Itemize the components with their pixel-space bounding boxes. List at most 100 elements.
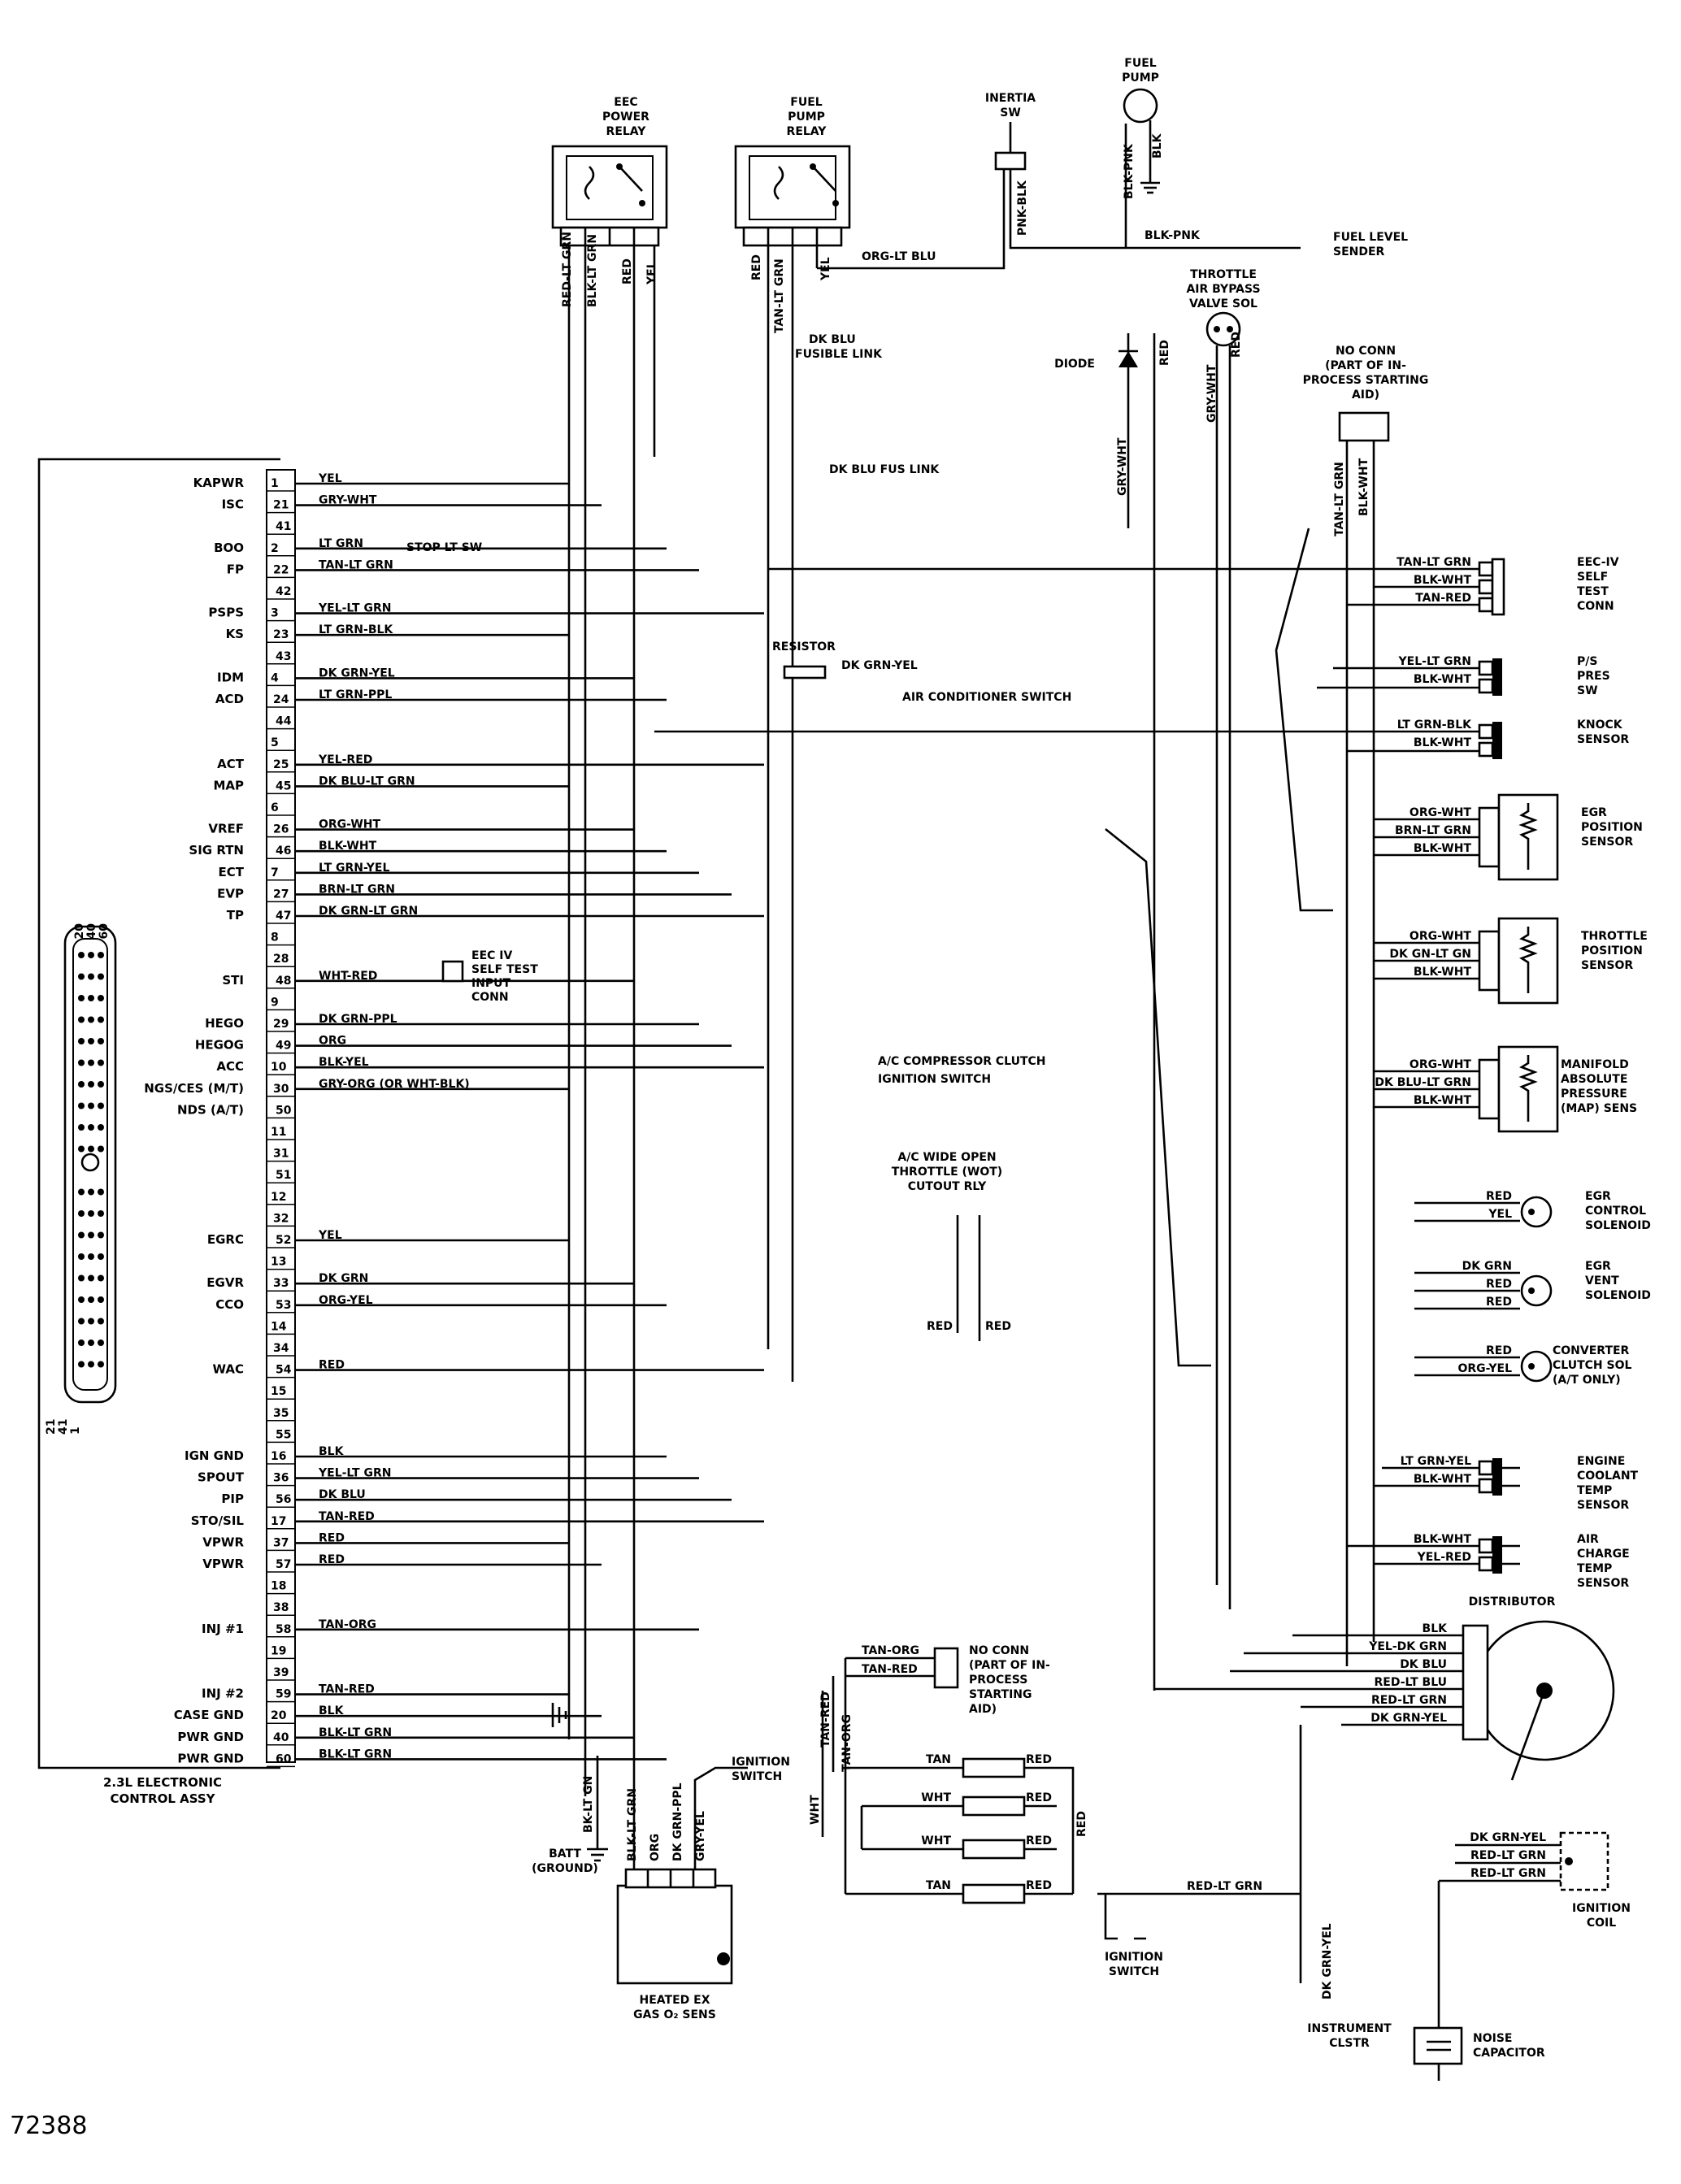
solenoid-pin [1528, 1287, 1535, 1294]
eec-power-relay: EEC POWER RELAY RED-LT GRN BLK-LT GRN RE… [551, 96, 668, 307]
pin-signal: HEGO [205, 1016, 244, 1031]
case-ground-icon [551, 1703, 567, 1727]
eec-relay-wire-4: YEL [645, 261, 658, 285]
connector-pin-dot [78, 1274, 85, 1282]
pin-wire: BRN-LT GRN [319, 883, 395, 896]
injector-left-wire: TAN [926, 1753, 951, 1766]
connector-pin-dot [98, 1081, 104, 1088]
injector-no-conn: NO CONN (PART OF IN- PROCESS STARTING AI… [809, 1644, 1088, 1837]
pin-signal: PWR GND [177, 1730, 244, 1744]
ecu-pin-row: 32 [267, 1212, 295, 1227]
pin-wire: TAN-RED [319, 1510, 375, 1523]
connector-pin-dot [88, 973, 94, 980]
connector-wire-label: YEL [1488, 1208, 1512, 1221]
connector-pin-dot [78, 1318, 85, 1325]
connector-pin-dot [98, 1253, 104, 1260]
dist-wire-3: DK BLU [1400, 1658, 1447, 1671]
ac-wot-1: A/C WIDE OPEN [897, 1151, 996, 1164]
injector-left-wire: WHT [921, 1791, 951, 1804]
distributor-label: DISTRIBUTOR [1469, 1596, 1556, 1609]
pin-signal: KS [226, 627, 244, 641]
injector-body [962, 1883, 1026, 1904]
eec-relay-wire-3: RED [621, 258, 634, 284]
fusible-link-label-2: FUSIBLE LINK [795, 348, 883, 361]
pin-number: 39 [273, 1666, 289, 1679]
ignition-switch-mid: IGNITION SWITCH [878, 1073, 991, 1086]
fuel-relay-title: FUEL [790, 96, 822, 109]
pin-wire: ORG-WHT [319, 818, 381, 831]
connector-label: POSITION [1581, 944, 1643, 957]
no-conn-top-1: NO CONN [1336, 345, 1396, 358]
pin-number: 4 [271, 671, 279, 684]
solenoid-icon [1520, 1274, 1553, 1307]
pin-wire: LT GRN [319, 537, 363, 550]
pin-signal: TP [227, 908, 244, 923]
injector-right-wire: RED [1026, 1879, 1052, 1892]
connector-label: TEMP [1577, 1562, 1612, 1575]
connector-pin-dot [98, 1210, 104, 1217]
fusible-link-label: DK BLU [809, 333, 856, 346]
connector-wire-label: RED [1486, 1190, 1512, 1203]
inj-no-conn-5: AID) [969, 1703, 997, 1716]
coil-label-2: COIL [1587, 1917, 1616, 1930]
pin-signal: CCO [215, 1297, 244, 1312]
eec4-conn-connector: TAN-LT GRNBLK-WHTTAN-REDEEC-IVSELFTESTCO… [1396, 556, 1619, 616]
pin-signal: MAP [213, 778, 244, 792]
pin-number: 44 [276, 715, 292, 728]
throttle-air-bypass: THROTTLE AIR BYPASS VALVE SOL GRY-WHT RE… [1186, 268, 1260, 423]
connector-pin-dot [78, 1253, 85, 1260]
injector-right-wire: RED [1026, 1834, 1052, 1847]
self-test-2: SELF TEST [471, 963, 538, 976]
pin-number: 51 [276, 1169, 291, 1182]
resistor-symbol [783, 665, 827, 680]
connector-pin [1478, 660, 1494, 676]
air-conditioner-switch: AIR CONDITIONER SWITCH [902, 691, 1071, 704]
o2-wire-3: DK GRN-PPL [671, 1782, 684, 1861]
pin-signal: ECT [219, 865, 245, 879]
ecu-pin-row: 42 [267, 585, 295, 600]
pin-signal: FP [227, 562, 244, 576]
connector-pin-dot [88, 1038, 94, 1044]
pin-wire: LT GRN-BLK [319, 623, 393, 636]
connector-wire-label: BRN-LT GRN [1395, 824, 1471, 837]
fuel-pump-wire-1: BLK-PNK [1123, 143, 1136, 199]
connector-pin [1478, 579, 1494, 595]
no-conn-top: NO CONN (PART OF IN- PROCESS STARTING AI… [1303, 345, 1429, 536]
connector-pin-dot [88, 1210, 94, 1217]
inj-no-conn-4: STARTING [969, 1688, 1032, 1701]
connector-wire-label: ORG-WHT [1410, 806, 1472, 819]
pin-wire: DK GRN-LT GRN [319, 905, 418, 918]
pin-signal: PSPS [208, 606, 244, 620]
inj-wire-2: TAN-RED [862, 1663, 918, 1676]
connector-pin-dot [88, 1081, 94, 1088]
ign-switch-bot-1: IGNITION [1105, 1951, 1163, 1964]
pin-wire: BLK-YEL [319, 1056, 369, 1069]
pin-wire: BLK-LT GRN [319, 1726, 392, 1739]
pin-number: 23 [273, 628, 289, 641]
ac-wot-relay: A/C WIDE OPEN THROTTLE (WOT) CUTOUT RLY … [892, 1151, 1011, 1341]
connector-label: SOLENOID [1585, 1289, 1651, 1302]
pin-signal: ACD [215, 692, 244, 706]
pin-signal: VPWR [202, 1535, 244, 1549]
inertia-wire: PNK-BLK [1016, 180, 1029, 236]
pin-number: 48 [276, 975, 291, 988]
connector-label: (A/T ONLY) [1553, 1374, 1621, 1387]
coil-wire-3: RED-LT GRN [1470, 1867, 1546, 1880]
bypass-wire-1: GRY-WHT [1205, 364, 1218, 423]
pin-number: 55 [276, 1428, 291, 1441]
connector-wire-label: BLK-WHT [1414, 736, 1472, 749]
connector-wire-label: TAN-LT GRN [1396, 556, 1471, 569]
pin-number: 19 [271, 1644, 286, 1657]
connector-label: SENSOR [1577, 1577, 1629, 1590]
connector-pin [1478, 1538, 1494, 1554]
